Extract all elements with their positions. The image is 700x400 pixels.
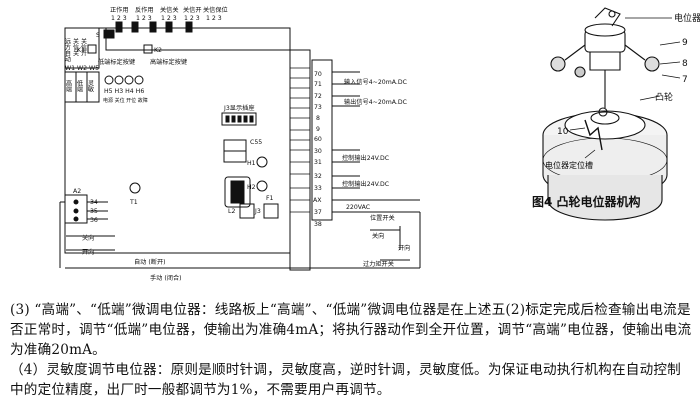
kai-label: 开向 (82, 248, 94, 256)
cam-mechanism-drawing (542, 7, 681, 221)
guan-label: 关向 (82, 234, 94, 242)
mode-label-open: 关信开 (80, 37, 87, 57)
switch-row (105, 27, 291, 51)
l2-label: L2 (228, 208, 235, 215)
term-33: 33 (314, 185, 322, 192)
h-labels: H5 H3 H4 H6 (104, 88, 144, 95)
term-30: 30 (314, 148, 322, 155)
torque-switch-label: 过力矩开关 (363, 260, 394, 268)
j3-label: J3 (254, 208, 261, 215)
k2-label: K2 (154, 47, 162, 54)
circuit-diagram (59, 21, 421, 271)
term-37: 37 (314, 209, 322, 216)
term-8: 8 (316, 115, 320, 122)
h-sub: 电源 关位 开位 故障 (103, 97, 148, 104)
manual-label: 手动 (闭合) (150, 274, 182, 282)
term-72: 72 (314, 93, 322, 100)
term-36: 36 (90, 217, 98, 224)
paragraph-4: （4）灵敏度调节电位器：原则是顺时针调，灵敏度高，逆时针调，灵敏度低。为保证电动… (10, 362, 681, 398)
w-labels: W1 W2 W5 (65, 65, 99, 72)
term-60: 60 (314, 136, 322, 143)
figure-caption: 图4 凸轮电位器机构 (532, 194, 641, 209)
low-button-label: 低端标定按键 (98, 58, 135, 66)
sw-group-3-nums: 1 2 3 (184, 15, 200, 22)
term-35: 35 (90, 208, 98, 215)
paragraph-3: (3) “高端”、“低端”微调电位器：线路板上“高端”、“低端”微调电位器是在上… (10, 302, 692, 358)
sw-group-2-nums: 1 2 3 (161, 15, 177, 22)
j3-socket-label: J3显示插座 (223, 104, 255, 112)
term-9: 9 (316, 126, 320, 133)
term-31: 31 (314, 159, 322, 166)
cam-labels: 电位器 9 8 7 凸轮 10 电位器定位槽 (545, 12, 700, 170)
t1-label: T1 (129, 199, 138, 206)
label-8: 8 (682, 59, 688, 69)
terminal-strip (289, 49, 311, 271)
s-label: S (96, 32, 100, 39)
label-7: 7 (682, 75, 688, 85)
input-signal-label: 输入信号4~20mA.DC (344, 78, 407, 86)
h1-label: H1 (247, 160, 256, 167)
k1-label: K1 (77, 47, 85, 54)
auto-label: 自动 (断开) (134, 258, 166, 266)
screw-slot-label: 电位器定位槽 (545, 160, 593, 170)
term-71: 71 (314, 81, 322, 88)
term-34: 34 (90, 199, 98, 206)
w-sub-low: 低端 (76, 79, 83, 93)
mode-label-auto: 远方自动 (64, 37, 71, 63)
vac-label: 220VAC (346, 204, 370, 211)
term-32: 32 (314, 173, 322, 180)
sw-group-1-nums: 1 2 3 (136, 15, 152, 22)
cam-label: 凸轮 (655, 91, 673, 103)
ctrl-out-2-label: 控制输出24V.DC (342, 180, 389, 188)
w-sub-high: 高端 (65, 79, 72, 93)
sw-group-4-label: 关信保位 (203, 6, 228, 14)
f1-label: F1 (266, 195, 274, 202)
label-10: 10 (557, 127, 569, 137)
label-9: 9 (682, 38, 688, 48)
h2-label: H2 (247, 184, 256, 191)
term-70: 70 (314, 71, 322, 78)
diagram-figure: 远方自动 关信关 关信开 正作用 1 2 3 反作用 1 2 3 关信关 1 2… (59, 6, 700, 282)
output-signal-label: 输出信号4~20mA.DC (344, 98, 407, 106)
a2-label: A2 (73, 188, 81, 195)
term-73: 73 (314, 104, 322, 111)
c55-label: C55 (250, 139, 262, 146)
position-switch-label: 位置开关 (370, 214, 395, 222)
sw-group-0-nums: 1 2 3 (111, 15, 127, 22)
position-guan-label: 关向 (372, 232, 384, 240)
position-kai-label: 开向 (398, 244, 410, 252)
circuit-labels: 远方自动 关信关 关信开 正作用 1 2 3 反作用 1 2 3 关信关 1 2… (64, 6, 411, 282)
mode-label-close: 关信关 (72, 37, 79, 57)
sw-group-4-nums: 1 2 3 (206, 15, 222, 22)
mode-column-box (64, 27, 100, 69)
high-button-label: 高端标定按键 (150, 58, 187, 66)
sw-group-0-label: 正作用 (110, 6, 129, 14)
sw-group-1-label: 反作用 (135, 6, 154, 14)
term-ax: AX (313, 197, 322, 204)
sw-group-2-label: 关信关 (160, 6, 179, 14)
term-38: 38 (314, 221, 322, 228)
pot-label: 电位器 (674, 12, 700, 24)
w-sub-sens: 灵敏 (87, 80, 94, 94)
ctrl-out-1-label: 控制输出24V.DC (342, 154, 389, 162)
sw-group-3-label: 关信开 (183, 6, 202, 14)
